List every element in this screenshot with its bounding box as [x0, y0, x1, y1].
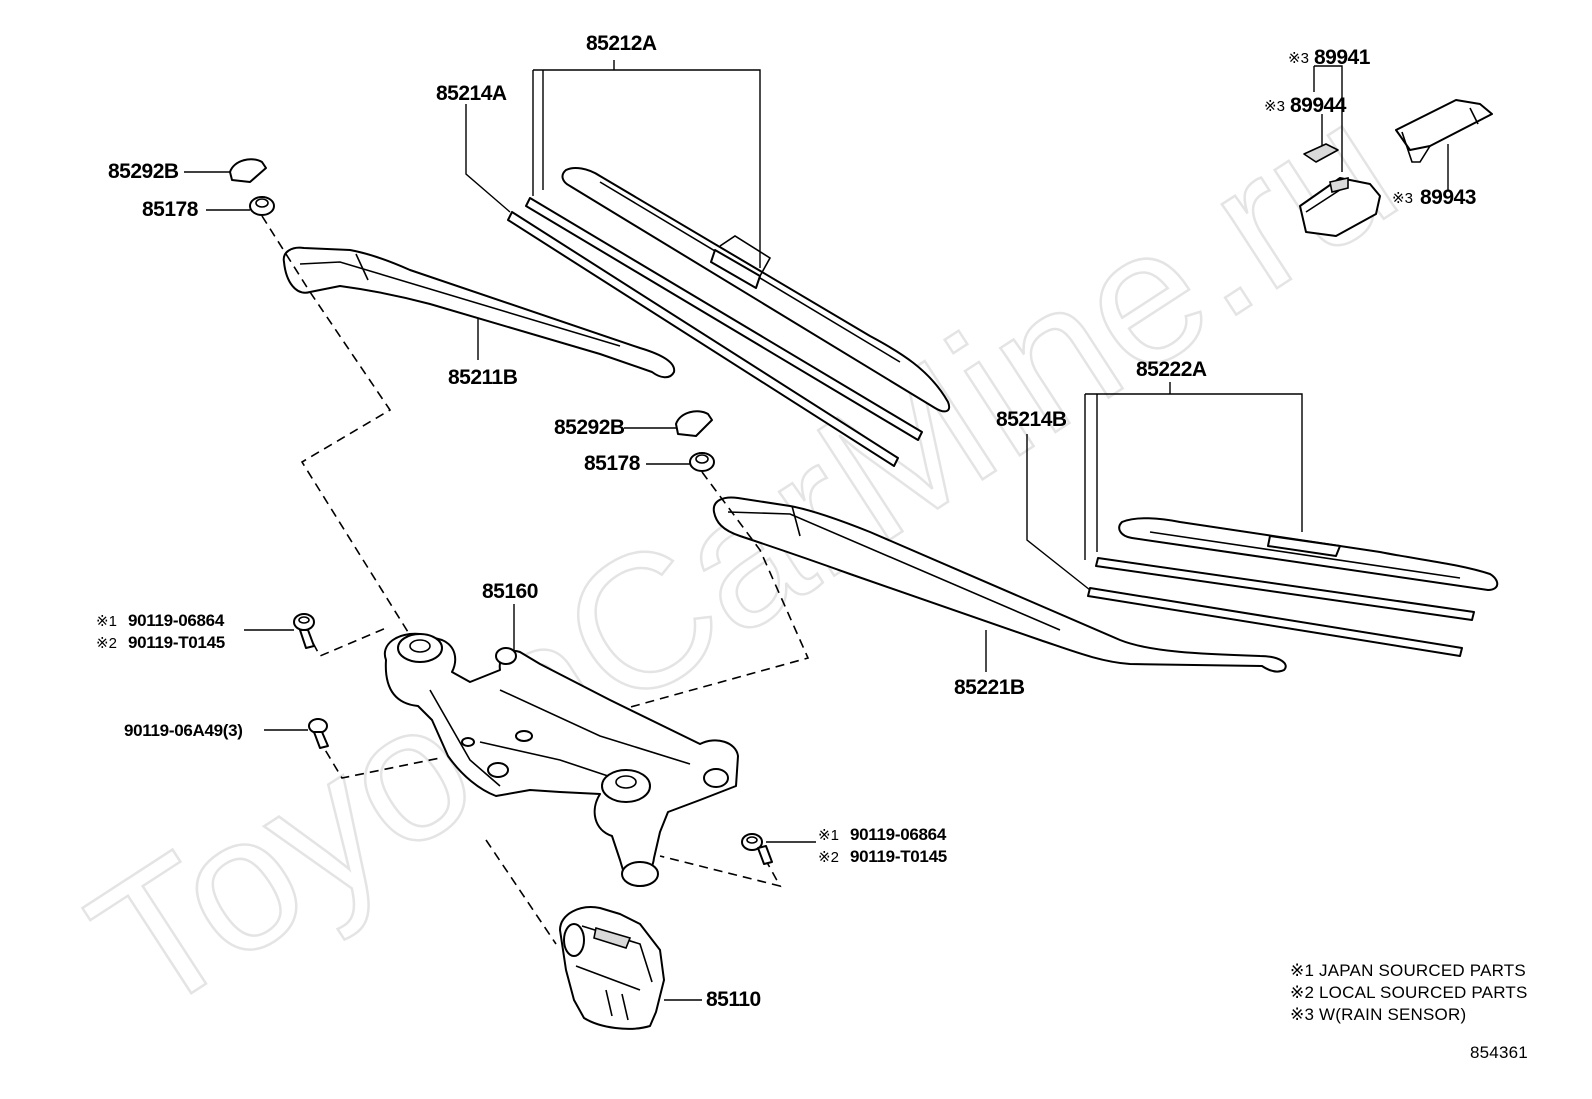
- mark-2-pivot-right: ※2: [818, 849, 839, 866]
- bolt-pivot-left[interactable]: [293, 613, 315, 649]
- front-left-wiper-rubber[interactable]: [507, 197, 923, 467]
- rain-sensor-bracket[interactable]: [1395, 99, 1493, 163]
- label-bolt-pivot-left-local: 90119-T0145: [128, 633, 225, 652]
- mark-3-89943: ※3: [1392, 190, 1413, 207]
- front-right-wiper-arm[interactable]: [712, 496, 1287, 673]
- mark-2-pivot-left: ※2: [96, 635, 117, 652]
- bolt-link[interactable]: [308, 718, 329, 749]
- label-89944: 89944: [1290, 94, 1347, 117]
- label-85221b: 85221B: [954, 676, 1025, 699]
- bolt-pivot-right[interactable]: [741, 833, 773, 865]
- label-89941: 89941: [1314, 46, 1371, 69]
- label-89943: 89943: [1420, 186, 1476, 209]
- dashed-line-right-arm: [597, 471, 810, 717]
- front-left-wiper-arm[interactable]: [282, 246, 676, 379]
- label-85292b-right: 85292B: [554, 416, 625, 439]
- rain-sensor-cover[interactable]: [1299, 177, 1381, 237]
- front-left-arm-nut[interactable]: [249, 196, 275, 216]
- front-right-arm-nut[interactable]: [689, 452, 715, 472]
- label-85110: 85110: [706, 988, 761, 1011]
- front-right-wiper-blade[interactable]: [1118, 517, 1499, 591]
- label-bolt-link: 90119-06A49(3): [124, 721, 243, 740]
- wiper-motor[interactable]: [559, 906, 665, 1030]
- leader-85212a: [532, 60, 761, 268]
- label-85222a: 85222A: [1136, 358, 1207, 381]
- label-bolt-pivot-right-local: 90119-T0145: [850, 847, 947, 866]
- dashed-line-bolt-upper: [305, 627, 387, 658]
- mark-3-89944: ※3: [1264, 98, 1285, 115]
- dashed-line-left-arm: [261, 215, 409, 633]
- front-right-arm-cap[interactable]: [675, 410, 713, 437]
- leader-85222a: [1084, 382, 1303, 560]
- rain-sensor-pad[interactable]: [1303, 143, 1339, 163]
- dashed-line-motor: [485, 839, 557, 945]
- legend-note-3: ※3 W(RAIN SENSOR): [1290, 1005, 1466, 1024]
- mark-3-89941: ※3: [1288, 50, 1309, 67]
- legend-note-1: ※1 JAPAN SOURCED PARTS: [1290, 961, 1526, 980]
- label-85214b: 85214B: [996, 408, 1067, 431]
- legend: ※1 JAPAN SOURCED PARTS ※2 LOCAL SOURCED …: [1290, 961, 1528, 1024]
- label-bolt-pivot-right-jp: 90119-06864: [850, 825, 947, 844]
- label-85214a: 85214A: [436, 82, 507, 105]
- label-bolt-pivot-left-jp: 90119-06864: [128, 611, 225, 630]
- dashed-line-bolt-lower: [317, 737, 441, 779]
- leader-89941: [1313, 65, 1343, 172]
- label-85178-left: 85178: [142, 198, 199, 221]
- leader-85214a: [465, 104, 511, 213]
- front-left-arm-cap[interactable]: [229, 158, 267, 183]
- label-85292b-left: 85292B: [108, 160, 179, 183]
- label-85211b: 85211B: [448, 366, 518, 389]
- label-85212a: 85212A: [586, 32, 657, 55]
- legend-note-2: ※2 LOCAL SOURCED PARTS: [1290, 983, 1528, 1002]
- label-85160: 85160: [482, 580, 538, 603]
- mark-1-pivot-right: ※1: [818, 827, 839, 844]
- mark-1-pivot-left: ※1: [96, 613, 117, 630]
- front-left-wiper-blade[interactable]: [561, 167, 951, 413]
- wiper-link-assembly[interactable]: [383, 632, 739, 887]
- label-85178-right: 85178: [584, 452, 641, 475]
- leader-85214b: [1026, 434, 1091, 591]
- front-right-wiper-rubber[interactable]: [1087, 557, 1475, 657]
- illustration-number: 854361: [1470, 1043, 1528, 1062]
